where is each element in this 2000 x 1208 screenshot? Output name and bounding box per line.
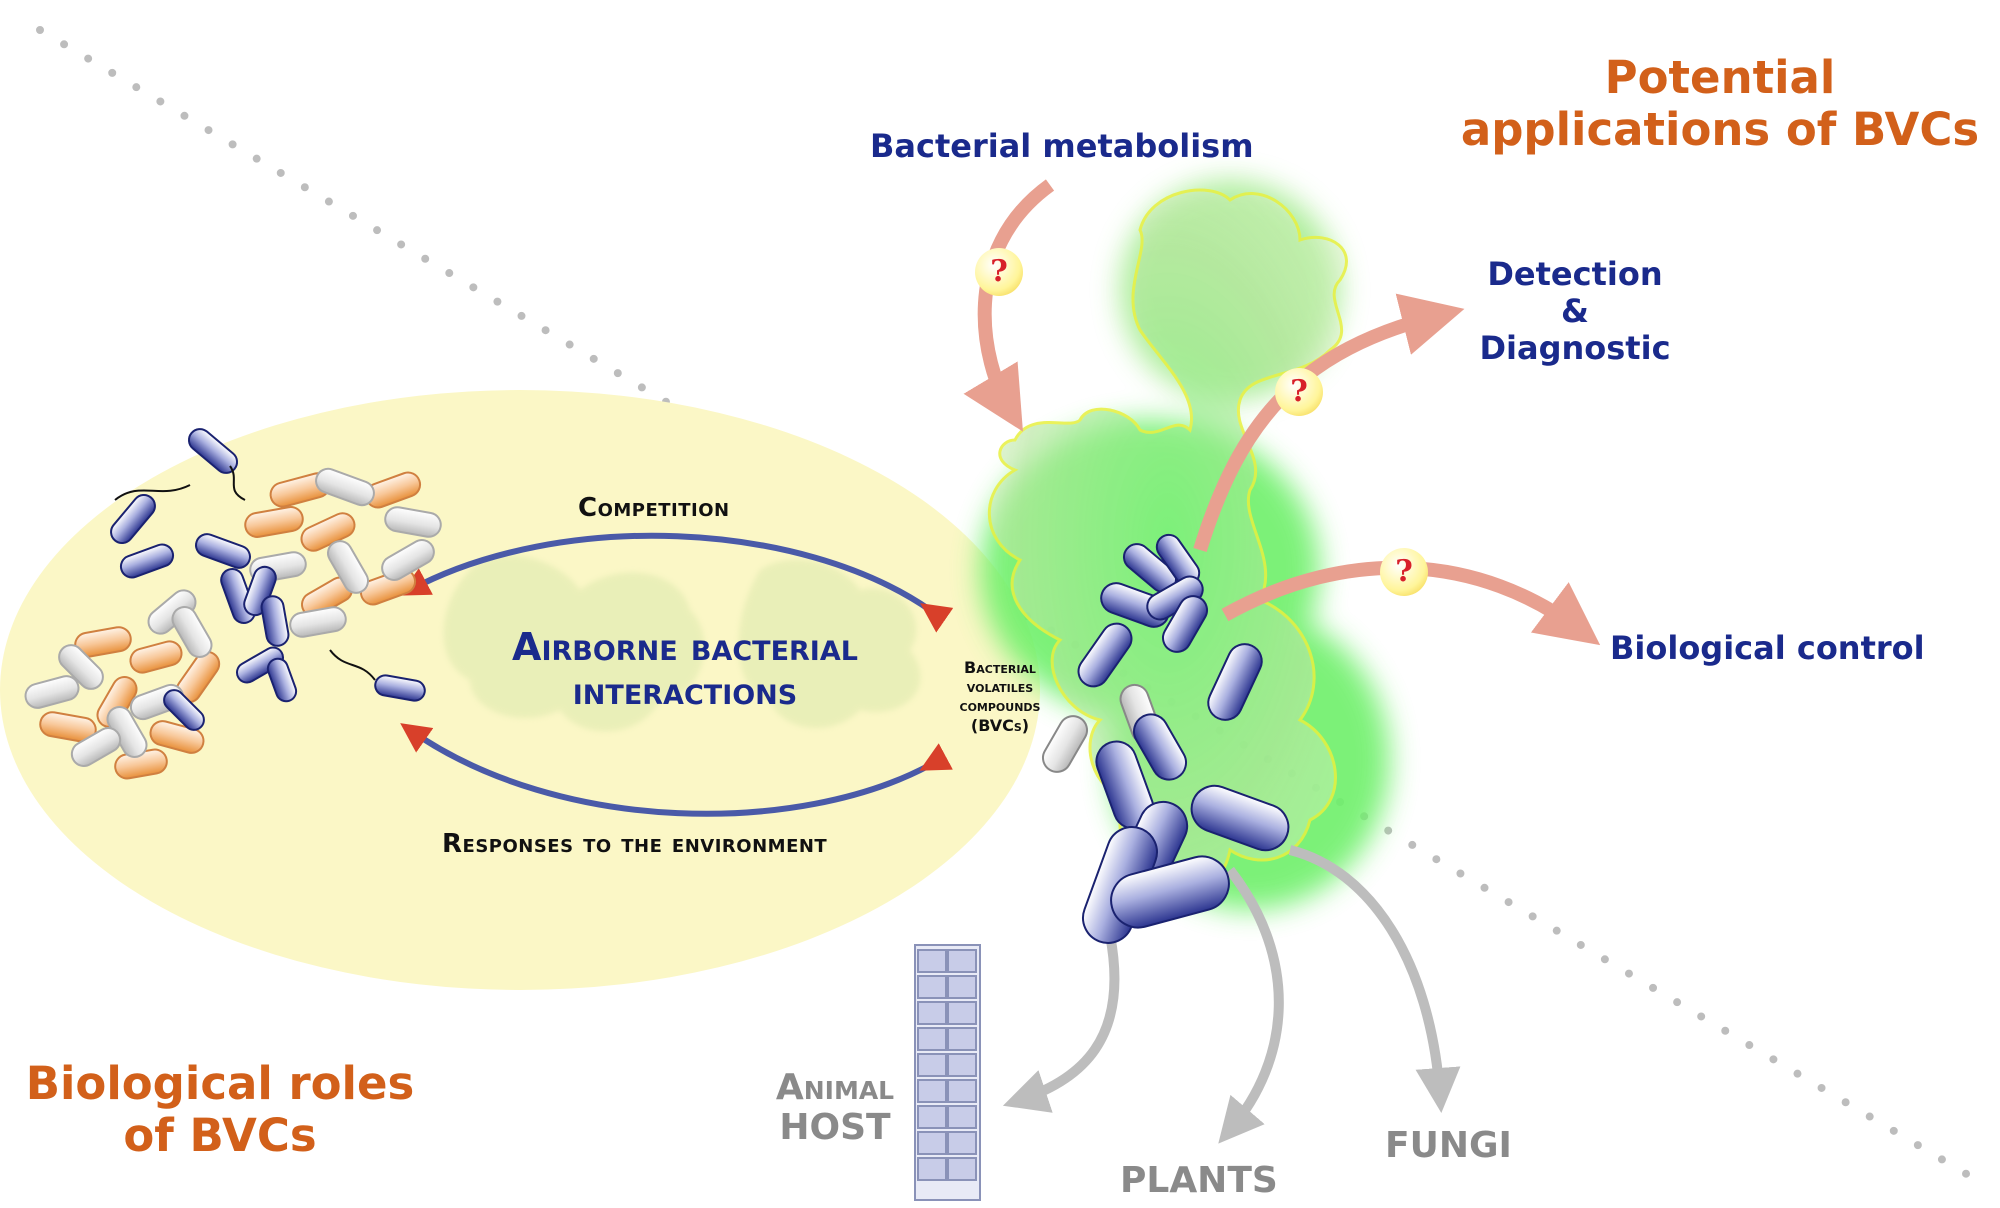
bacteria-cluster-center [1042,533,1290,944]
fungi-label: FUNGI [1385,1125,1512,1166]
question-mark-icon: ? [1395,554,1413,589]
question-mark-icon: ? [1290,374,1308,409]
potential-applications-title: Potential applications of BVCs [1460,51,1980,156]
animal-host-label: Animal HOST [775,1067,895,1148]
bvc-cloud [980,180,1390,910]
animal-host-arrow [1002,934,1120,1113]
plants-label: PLANTS [1120,1160,1278,1201]
fungi-arrow [1288,845,1461,1113]
detection-diagnostic-label: Detection & Diagnostic [1479,255,1671,367]
responses-arrow [400,723,953,817]
competition-arrow [399,532,954,633]
airborne-interactions-label: Airborne bacterial interactions [512,625,858,713]
biological-roles-title: Biological roles of BVCs [25,1057,415,1162]
bvc-center-label: Bacterial volatiles compounds (BVCs) [959,658,1041,735]
responses-label: Responses to the environment [442,829,828,859]
question-badge-biocontrol: ? [1380,548,1428,596]
metabolism-arrow [963,179,1055,432]
question-badge-detection: ? [1275,368,1323,416]
animal-tissue [914,944,981,1201]
bacterial-metabolism-label: Bacterial metabolism [870,127,1254,165]
competition-label: Competition [578,493,730,523]
question-badge-metabolism: ? [975,248,1023,296]
biological-control-label: Biological control [1610,629,1925,667]
bacteria-cluster-left [24,428,442,780]
question-mark-icon: ? [990,254,1008,289]
plants-arrow [1218,866,1284,1144]
